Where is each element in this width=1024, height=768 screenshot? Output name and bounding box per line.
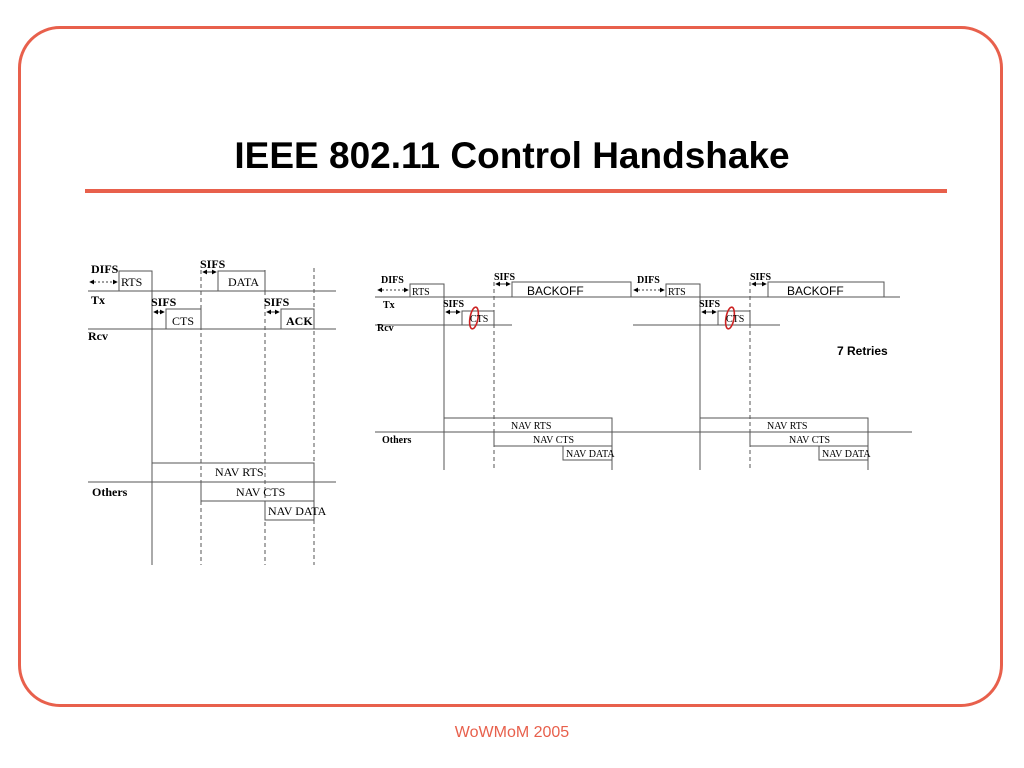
left-rts-box	[118, 270, 153, 292]
left-others-label: Others	[92, 485, 128, 499]
collision-markers	[468, 306, 736, 330]
r1-nav-cts-bar	[493, 431, 613, 447]
r1-sifs-top-label: SIFS	[494, 272, 516, 283]
r2-backoff-label: BACKOFF	[787, 284, 844, 298]
r2-rts-box	[665, 283, 701, 298]
r1-rcv-label: Rcv	[377, 323, 394, 334]
left-sifs-ack-label: SIFS	[264, 295, 290, 309]
slide-footer: WoWMoM 2005	[454, 724, 570, 741]
r2-difs-label: DIFS	[637, 275, 660, 286]
left-ack-box	[280, 308, 315, 330]
left-labels: DIFS SIFS RTS DATA Tx SIFS SIFS CTS ACK …	[88, 257, 327, 518]
r2-collision-mark	[724, 306, 736, 330]
slide-title: IEEE 802.11 Control Handshake	[234, 135, 790, 176]
slide-frame	[18, 26, 1003, 707]
r1-tx-label: Tx	[383, 300, 395, 311]
r2-nav-cts-bar	[749, 431, 869, 447]
r1-sifs-cts-label: SIFS	[443, 299, 465, 310]
left-arrows	[89, 269, 280, 315]
left-nav-cts-bar	[200, 481, 315, 502]
r1-others-label: Others	[382, 435, 412, 446]
r2-nav-cts-label: NAV CTS	[789, 435, 830, 446]
r2-nav-rts-label: NAV RTS	[767, 421, 807, 432]
right-timing-diagram	[375, 281, 912, 470]
r1-backoff-label: BACKOFF	[527, 284, 584, 298]
r2-backoff-box	[767, 281, 885, 298]
r1-nav-data-bar	[562, 445, 613, 461]
left-data-label: DATA	[228, 275, 259, 289]
r1-rts-label: RTS	[412, 287, 430, 298]
left-cts-label: CTS	[172, 314, 194, 328]
left-sifs-top-label: SIFS	[200, 257, 226, 271]
right-arrows	[377, 281, 767, 315]
left-nav-data-label: NAV DATA	[268, 504, 327, 518]
left-ack-label: ACK	[286, 314, 313, 328]
r1-nav-cts-label: NAV CTS	[533, 435, 574, 446]
left-difs-label: DIFS	[91, 262, 119, 276]
title-underline	[85, 189, 947, 193]
right-labels-sans: BACKOFF BACKOFF 7 Retries	[527, 284, 888, 358]
r1-collision-mark	[468, 306, 480, 330]
r1-nav-rts-label: NAV RTS	[511, 421, 551, 432]
left-rcv-label: Rcv	[88, 329, 108, 343]
r2-cts-label: CTS	[726, 314, 744, 325]
left-tx-label: Tx	[91, 293, 105, 307]
r2-nav-data-bar	[818, 445, 869, 461]
r1-cts-label: CTS	[470, 314, 488, 325]
left-nav-rts-label: NAV RTS	[215, 465, 264, 479]
left-data-box	[217, 270, 266, 292]
r1-difs-label: DIFS	[381, 275, 404, 286]
retries-label: 7 Retries	[837, 344, 888, 358]
right-labels-serif: DIFS RTS SIFS Tx SIFS CTS Rcv NAV RTS Ot…	[377, 272, 871, 460]
left-timing-diagram	[88, 268, 336, 565]
r2-rts-label: RTS	[668, 287, 686, 298]
left-cts-box	[165, 308, 202, 330]
r1-backoff-box	[511, 281, 632, 298]
r2-sifs-cts-label: SIFS	[699, 299, 721, 310]
r2-sifs-top-label: SIFS	[750, 272, 772, 283]
left-sifs-cts-label: SIFS	[151, 295, 177, 309]
left-nav-cts-label: NAV CTS	[236, 485, 285, 499]
r1-rts-box	[409, 283, 445, 298]
r1-nav-data-label: NAV DATA	[566, 449, 615, 460]
left-nav-data-bar	[264, 500, 315, 521]
r2-nav-data-label: NAV DATA	[822, 449, 871, 460]
left-rts-label: RTS	[121, 275, 142, 289]
